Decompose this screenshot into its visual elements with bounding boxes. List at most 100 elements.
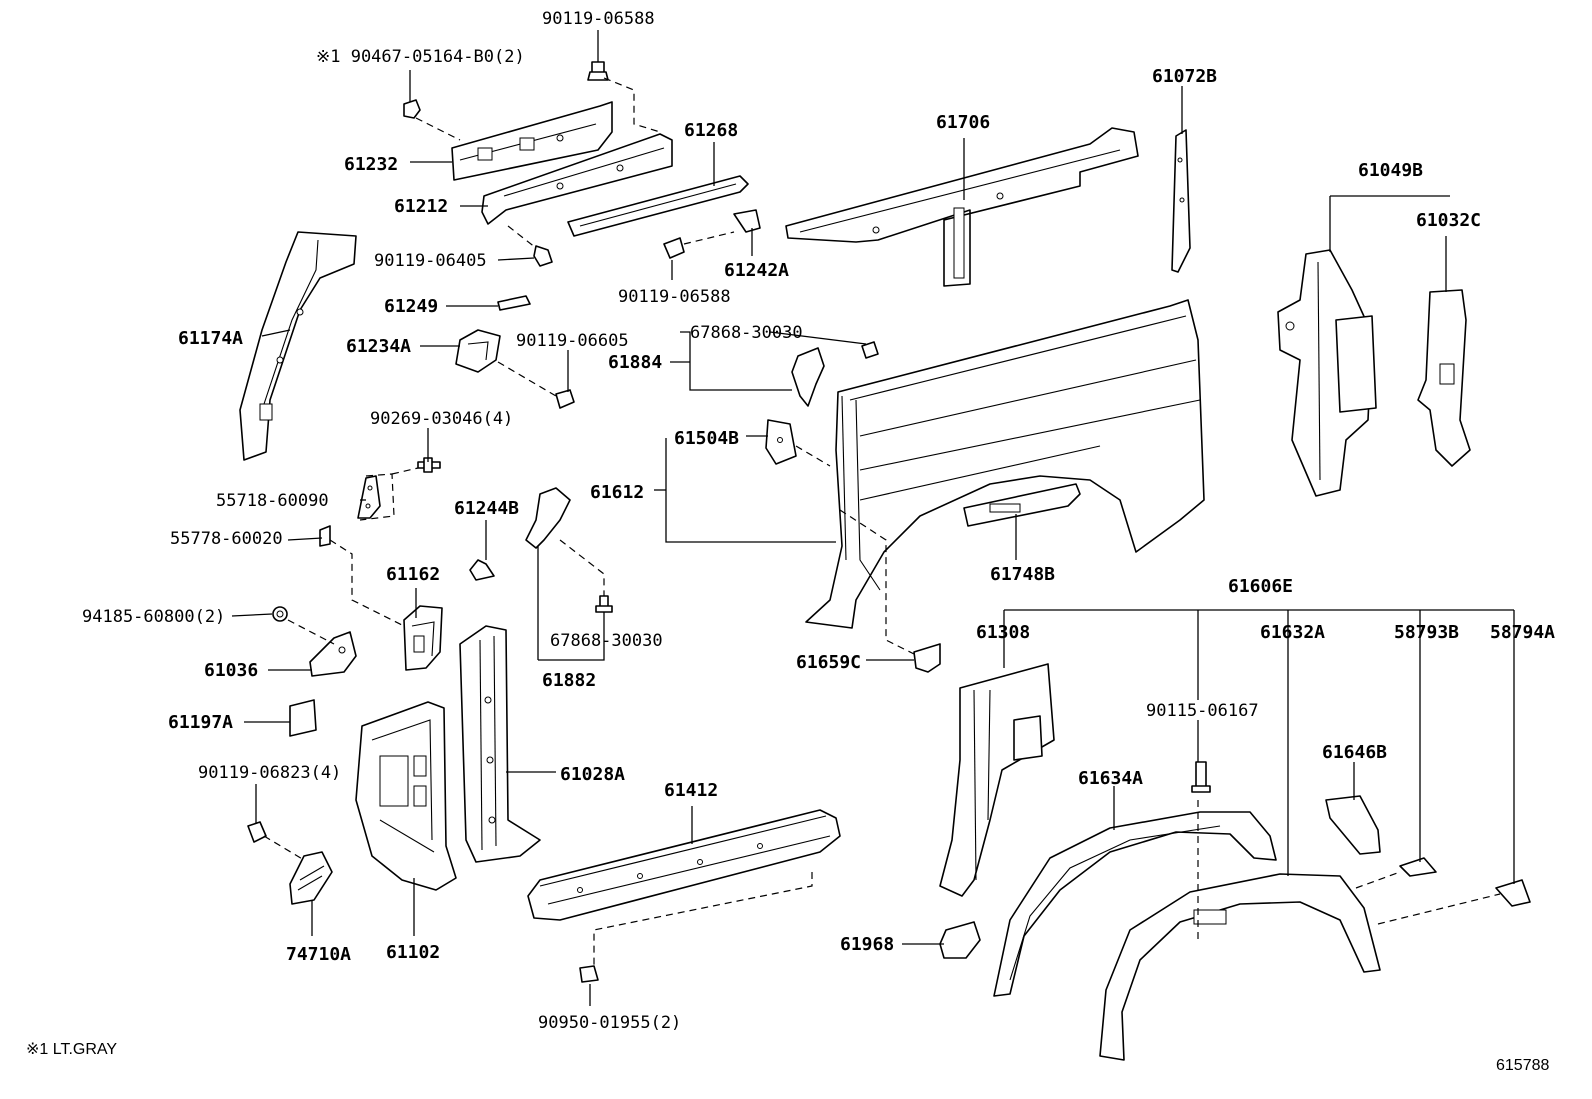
part-74710A-drawing [289, 851, 333, 905]
label-67868-low: 67868-30030 [550, 631, 663, 651]
bolt-90119-06605-drawing [555, 389, 575, 409]
part-61884-drawing [791, 347, 825, 407]
part-61249-drawing [497, 295, 531, 311]
part-61244B-drawing [469, 559, 495, 581]
label-61706: 61706 [936, 112, 990, 133]
diagram-id: 615788 [1496, 1057, 1549, 1074]
label-61632A: 61632A [1260, 622, 1325, 643]
bolt-90269-drawing [417, 457, 441, 473]
label-55718: 55718-60090 [216, 491, 329, 511]
label-61308: 61308 [976, 622, 1030, 643]
label-61212: 61212 [394, 196, 448, 217]
part-61748B-drawing [963, 483, 1081, 527]
label-61162: 61162 [386, 564, 440, 585]
clip-90950-drawing [579, 965, 599, 983]
assembly-dashed-lines [263, 77, 1501, 966]
part-61028A-drawing [459, 625, 541, 863]
label-74710A: 74710A [286, 944, 351, 965]
label-61884: 61884 [608, 352, 662, 373]
label-90119-06605: 90119-06605 [516, 331, 629, 351]
label-61268: 61268 [684, 120, 738, 141]
label-61968: 61968 [840, 934, 894, 955]
bolt-67868-low-drawing [595, 595, 613, 613]
label-61659C: 61659C [796, 652, 861, 673]
part-61234A-drawing [455, 329, 501, 373]
label-61412: 61412 [664, 780, 718, 801]
part-61634A-drawing [993, 811, 1277, 997]
part-61659C-drawing [913, 643, 941, 673]
label-61036: 61036 [204, 660, 258, 681]
label-61049B: 61049B [1358, 160, 1423, 181]
bolt-90119-06588-top-drawing [587, 61, 609, 81]
part-58793B-drawing [1399, 857, 1437, 877]
part-61882-drawing [525, 487, 571, 549]
label-61249: 61249 [384, 296, 438, 317]
label-61174A: 61174A [178, 328, 243, 349]
part-61212-drawing [481, 133, 673, 225]
label-61634A: 61634A [1078, 768, 1143, 789]
part-labels: 90119-06588 ※1 90467-05164-B0(2) 61232 6… [82, 9, 1555, 1033]
bolt-90119-06588-mid-drawing [663, 237, 685, 259]
label-90467: ※1 90467-05164-B0(2) [316, 47, 525, 67]
label-90119-06588-mid: 90119-06588 [618, 287, 731, 307]
part-61162-drawing [403, 605, 443, 671]
label-61646B: 61646B [1322, 742, 1387, 763]
label-61072B: 61072B [1152, 66, 1217, 87]
label-61032C: 61032C [1416, 210, 1481, 231]
label-61028A: 61028A [560, 764, 625, 785]
bolt-90119-06405-drawing [533, 245, 553, 267]
part-61174A-drawing [239, 231, 357, 461]
label-61244B: 61244B [454, 498, 519, 519]
label-61612: 61612 [590, 482, 644, 503]
part-55778-drawing [319, 525, 331, 547]
bolt-90119-06823-drawing [247, 821, 267, 843]
part-61197A-drawing [289, 699, 317, 737]
part-61032C-drawing [1417, 289, 1471, 467]
label-58794A: 58794A [1490, 622, 1555, 643]
label-61504B: 61504B [674, 428, 739, 449]
part-61504B-drawing [765, 419, 797, 465]
part-61102-drawing [355, 701, 457, 891]
part-61232-drawing [451, 101, 613, 181]
part-61646B-drawing [1325, 795, 1381, 855]
part-61612-drawing [805, 299, 1205, 629]
part-61632A-drawing [1099, 873, 1381, 1061]
label-61232: 61232 [344, 154, 398, 175]
label-61242A: 61242A [724, 260, 789, 281]
part-61036-drawing [309, 631, 357, 677]
label-67868-up: 67868-30030 [690, 323, 803, 343]
label-55778: 55778-60020 [170, 529, 283, 549]
part-drawings [239, 61, 1531, 1061]
label-61748B: 61748B [990, 564, 1055, 585]
nut-94185-drawing [272, 606, 288, 622]
part-61242A-drawing [733, 209, 761, 233]
label-90119-06405: 90119-06405 [374, 251, 487, 271]
label-61197A: 61197A [168, 712, 233, 733]
label-61882: 61882 [542, 670, 596, 691]
label-58793B: 58793B [1394, 622, 1459, 643]
label-61606E: 61606E [1228, 576, 1293, 597]
part-55718-drawing [357, 475, 381, 519]
label-90119-06588-top: 90119-06588 [542, 9, 655, 29]
part-61308-drawing [939, 663, 1055, 897]
leader-lines [231, 30, 1515, 1006]
part-58794A-drawing [1495, 879, 1531, 907]
clip-90467-drawing [403, 99, 421, 119]
label-94185: 94185-60800(2) [82, 607, 225, 627]
label-90950: 90950-01955(2) [538, 1013, 681, 1033]
footnote: ※1 LT.GRAY [26, 1041, 117, 1058]
label-90115: 90115-06167 [1146, 701, 1259, 721]
bolt-90115-drawing [1191, 761, 1211, 793]
label-61234A: 61234A [346, 336, 411, 357]
part-61049B-drawing [1277, 249, 1377, 497]
part-61072B-drawing [1171, 129, 1191, 273]
part-61706-drawing [785, 127, 1139, 287]
part-61968-drawing [939, 921, 981, 959]
bolt-67868-up-drawing [861, 341, 879, 359]
label-90119-06823: 90119-06823(4) [198, 763, 341, 783]
label-90269: 90269-03046(4) [370, 409, 513, 429]
part-61412-drawing [527, 809, 841, 921]
part-61268-drawing [567, 175, 749, 237]
label-61102: 61102 [386, 942, 440, 963]
